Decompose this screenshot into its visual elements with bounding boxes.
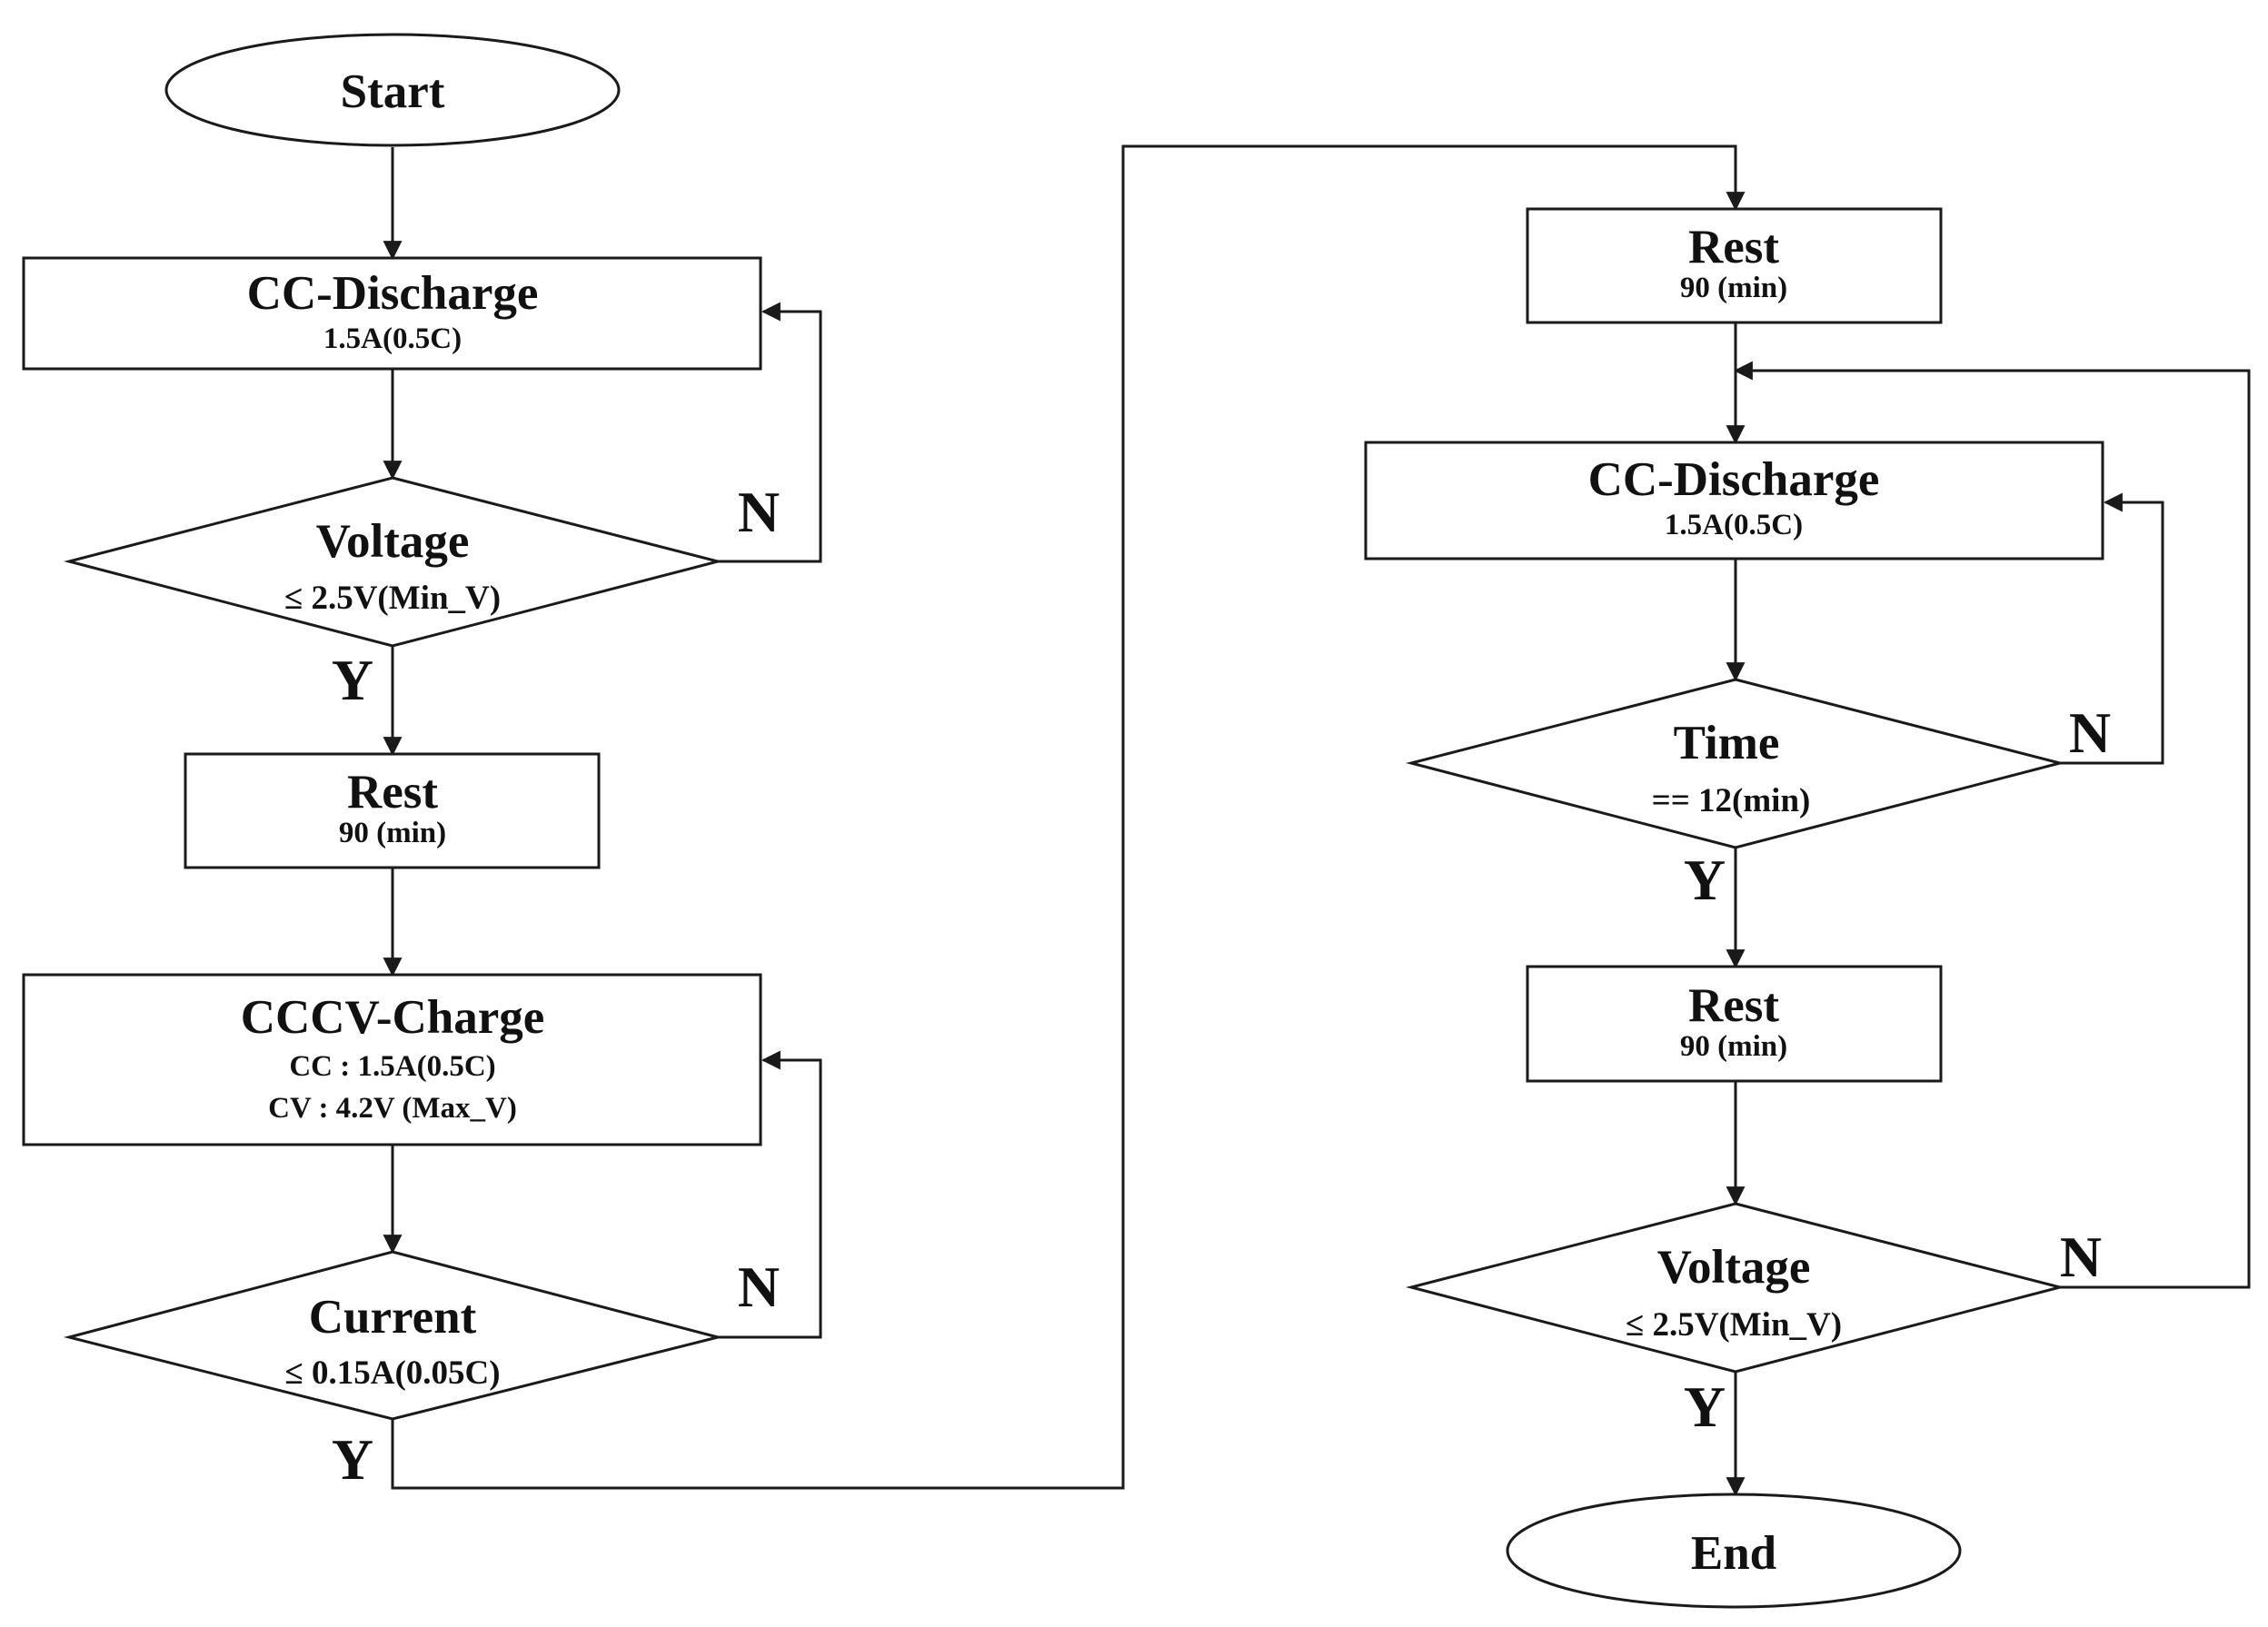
time-no-label: N xyxy=(2069,700,2111,765)
discharge2-detail: 1.5A(0.5C) xyxy=(1665,509,1803,541)
current-title: Current xyxy=(309,1291,477,1344)
time-title: Time xyxy=(1674,717,1780,769)
node-voltage2: Voltage ≤ 2.5V(Min_V) xyxy=(1406,1202,2065,1374)
start-label: Start xyxy=(341,65,445,118)
rest2-detail: 90 (min) xyxy=(1680,272,1787,304)
node-time: Time == 12(min) xyxy=(1406,678,2065,849)
voltage2-yes-label: Y xyxy=(1684,1374,1726,1439)
arrow-voltage2-no-loop xyxy=(1733,361,2251,1289)
node-voltage1: Voltage ≤ 2.5V(Min_V) xyxy=(64,476,723,648)
node-charge: CCCV-Charge CC : 1.5A(0.5C) CV : 4.2V (M… xyxy=(22,973,762,1146)
rest3-detail: 90 (min) xyxy=(1680,1030,1787,1063)
charge-title: CCCV-Charge xyxy=(241,991,545,1044)
discharge1-detail: 1.5A(0.5C) xyxy=(323,322,462,355)
voltage1-title: Voltage xyxy=(316,515,470,568)
rest2-title: Rest xyxy=(1688,221,1779,273)
voltage1-yes-label: Y xyxy=(332,648,373,712)
node-rest1: Rest 90 (min) xyxy=(184,752,601,869)
rest3-title: Rest xyxy=(1688,979,1779,1032)
arrow-current-yes-to-rest2 xyxy=(391,144,1746,1490)
node-rest2: Rest 90 (min) xyxy=(1526,207,1943,324)
discharge2-title: CC-Discharge xyxy=(1588,453,1880,506)
arrow-current-no-loop xyxy=(718,1050,822,1339)
time-yes-label: Y xyxy=(1684,848,1726,912)
connectors xyxy=(383,144,2251,1497)
time-condition: == 12(min) xyxy=(1652,782,1811,819)
arrow-voltage1-no-loop xyxy=(718,302,822,563)
voltage2-title: Voltage xyxy=(1657,1241,1811,1294)
voltage2-condition: ≤ 2.5V(Min_V) xyxy=(1626,1306,1842,1344)
node-rest3: Rest 90 (min) xyxy=(1526,965,1943,1083)
node-start: Start xyxy=(164,33,621,147)
current-no-label: N xyxy=(738,1255,780,1319)
voltage1-no-label: N xyxy=(738,480,780,544)
current-yes-label: Y xyxy=(332,1427,373,1492)
node-current: Current ≤ 0.15A(0.05C) xyxy=(64,1250,719,1421)
node-discharge1: CC-Discharge 1.5A(0.5C) xyxy=(22,256,762,371)
arrow-time-no-loop xyxy=(2060,492,2164,765)
charge-detail-cc: CC : 1.5A(0.5C) xyxy=(289,1050,495,1083)
node-end: End xyxy=(1506,1493,1962,1609)
voltage1-condition: ≤ 2.5V(Min_V) xyxy=(284,580,501,617)
rest1-detail: 90 (min) xyxy=(339,817,446,849)
rest1-title: Rest xyxy=(347,766,438,818)
node-discharge2: CC-Discharge 1.5A(0.5C) xyxy=(1364,441,2104,561)
current-condition: ≤ 0.15A(0.05C) xyxy=(284,1354,500,1392)
end-label: End xyxy=(1691,1527,1776,1580)
discharge1-title: CC-Discharge xyxy=(247,267,539,320)
voltage2-no-label: N xyxy=(2060,1225,2102,1289)
charge-detail-cv: CV : 4.2V (Max_V) xyxy=(268,1092,517,1125)
